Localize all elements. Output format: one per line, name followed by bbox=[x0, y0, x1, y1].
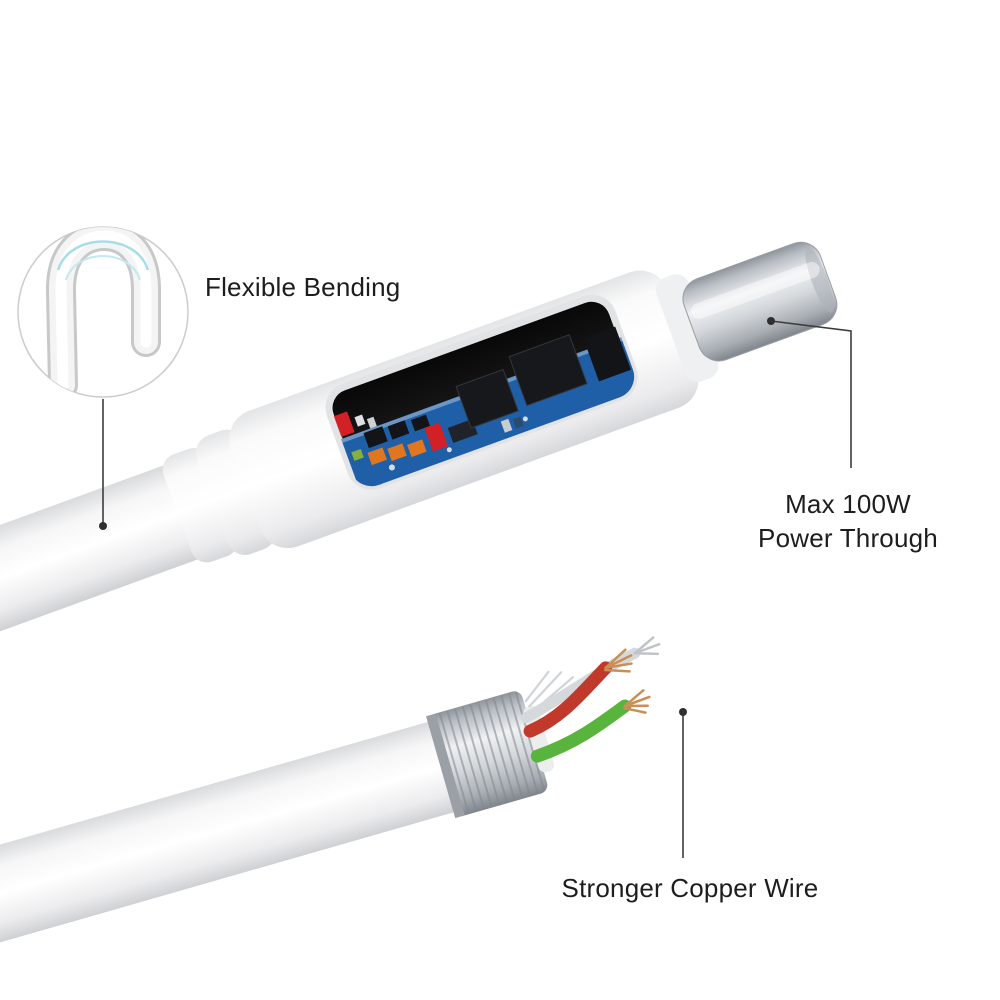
pcb-edge-chip bbox=[583, 326, 631, 382]
pcb-capacitors bbox=[500, 416, 524, 433]
max-power-label-line1: Max 100W bbox=[785, 489, 911, 519]
pcb-small-chip-row bbox=[363, 414, 431, 449]
silver-strands-tip bbox=[633, 636, 661, 656]
bottom-cable-jacket bbox=[0, 719, 462, 978]
copper-strands-green-tip bbox=[623, 689, 651, 714]
bottom-cable bbox=[0, 636, 661, 978]
strain-relief-ridge-2 bbox=[196, 429, 276, 555]
pcb-solder-tab-1 bbox=[354, 414, 366, 427]
usb-c-tip-body bbox=[682, 241, 838, 362]
green-wire bbox=[530, 699, 632, 763]
pcb-assembly bbox=[333, 326, 641, 493]
flexible-bending-label: Flexible Bending bbox=[205, 272, 401, 302]
shield-crimp bbox=[426, 691, 548, 819]
pcb-solder-tab-2 bbox=[366, 416, 377, 429]
pcb-green-component bbox=[351, 448, 364, 461]
flex-arc-outer bbox=[56, 240, 150, 271]
pcb-orange-inductors bbox=[367, 439, 427, 466]
usb-c-connector bbox=[682, 241, 838, 362]
copper-wires bbox=[520, 636, 661, 763]
copper-wire-label: Stronger Copper Wire bbox=[561, 873, 819, 903]
usb-c-tip-endface bbox=[805, 246, 834, 313]
pcb-red-connector bbox=[333, 411, 355, 437]
connector-neck bbox=[655, 274, 719, 382]
pcb-mid-chip bbox=[455, 368, 519, 429]
leader-dot-flexible-bending bbox=[99, 522, 107, 530]
inset-circle bbox=[17, 226, 189, 398]
leader-lines bbox=[102, 320, 852, 858]
pcb-cutaway-window bbox=[325, 294, 641, 493]
flex-arc-inner bbox=[65, 255, 141, 281]
usb-c-tip-highlight bbox=[690, 261, 820, 320]
leader-dots bbox=[99, 317, 775, 716]
max-power-label: Max 100W Power Through bbox=[735, 487, 961, 555]
leader-dot-max-power bbox=[767, 317, 775, 325]
flexible-bending-inset bbox=[17, 226, 189, 398]
pcb-red-capacitor bbox=[424, 422, 448, 452]
max-power-label-line2: Power Through bbox=[758, 523, 938, 553]
cable-jacket bbox=[0, 450, 240, 702]
crimp-knurling bbox=[438, 691, 546, 814]
bent-cable-illustration bbox=[46, 227, 161, 397]
pcb-main-chip bbox=[508, 334, 588, 407]
strain-relief-ridge-1 bbox=[162, 447, 238, 563]
pcb-solder-dots bbox=[388, 416, 528, 471]
main-cable bbox=[0, 241, 838, 702]
red-wire bbox=[523, 661, 613, 738]
leader-dot-copper-wire bbox=[679, 708, 687, 716]
leader-max-power bbox=[770, 320, 852, 468]
copper-strands-red-tip bbox=[603, 648, 633, 673]
